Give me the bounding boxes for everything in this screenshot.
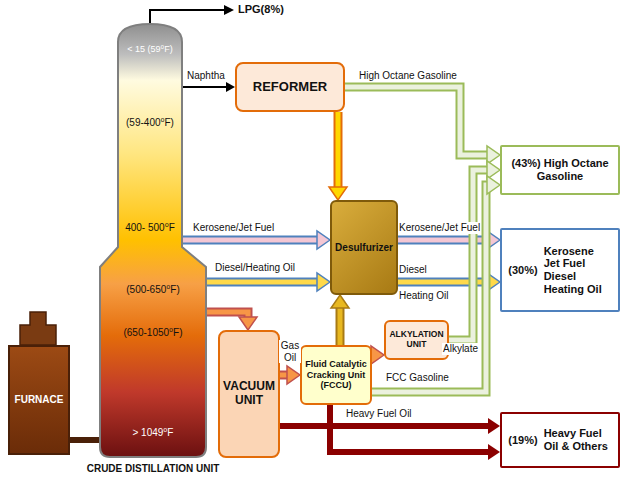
flow-connector (449, 161, 500, 340)
process-box: Fluid Catalytic Cracking Unit (FCCU) (300, 345, 372, 405)
lpg-arrowhead (224, 5, 234, 15)
arrowhead (487, 146, 500, 164)
distillation-column: < 15 (59⁰F) (59-400⁰F) 400- 500⁰F (500-650⁰… (98, 22, 208, 479)
arrowhead (488, 418, 500, 434)
box-content: ALKYLATION UNIT (389, 330, 444, 350)
stream-label: Kerosene/Jet Fuel (192, 222, 275, 234)
box-label: Desulfurizer (335, 242, 393, 254)
connector-fill (336, 112, 341, 187)
box-label: REFORMER (253, 80, 327, 95)
connector-fill (449, 170, 487, 340)
connector-line (280, 371, 287, 380)
flow-connector (182, 231, 330, 249)
connector-fill (182, 238, 317, 243)
stream-label: High Octane Gasoline (358, 70, 458, 82)
stream-label: Diesel (398, 264, 428, 276)
connector-line (334, 112, 343, 187)
flow-connector (371, 346, 384, 364)
connector-line (70, 437, 100, 443)
connector-line (449, 170, 487, 340)
stream-label: Heavy Fuel Oil (345, 408, 413, 420)
flow-connector (329, 112, 347, 200)
stream-label: Diesel/Heating Oil (214, 262, 296, 274)
process-box: REFORMER (235, 62, 345, 112)
connector-line (280, 423, 488, 429)
flow-connector (280, 366, 300, 384)
box-content: FURNACE (15, 394, 64, 406)
connector-line (345, 87, 487, 155)
stream-label: Kerosene/Jet Fuel (398, 222, 481, 234)
flow-connector (206, 312, 257, 330)
arrowhead (331, 295, 349, 308)
arrowhead (487, 161, 500, 179)
product-box: (19%) Heavy Fuel Oil & Others (500, 412, 620, 468)
temperature-label: < 15 (59⁰F) (118, 44, 182, 54)
temperature-label: (500-650⁰F) (100, 284, 206, 296)
arrowhead (488, 444, 500, 460)
temperature-label: 400- 500⁰F (118, 222, 182, 234)
flow-connector (331, 295, 349, 345)
process-box: VACUUM UNIT (218, 330, 280, 458)
box-content: (43%) High Octane Gasoline (505, 157, 615, 182)
furnace-box: FURNACE (8, 345, 70, 455)
arrowhead (317, 231, 330, 249)
connector-line (336, 308, 345, 345)
arrowhead (317, 273, 330, 291)
arrowhead (371, 346, 384, 364)
connector-line (182, 86, 226, 88)
product-box: (30%) Kerosene Jet Fuel Diesel Heating Oi… (500, 228, 620, 312)
connector-line (330, 405, 488, 452)
flow-connector (70, 440, 100, 441)
stream-label: Alkylate (442, 343, 479, 355)
connector-line (206, 278, 317, 287)
percentage-label: (30%) (508, 264, 537, 277)
box-label: VACUUM UNIT (223, 380, 275, 408)
product-label: LPG(8%) (238, 3, 284, 15)
stream-label: FCC Gasoline (385, 372, 450, 384)
connector-fill (280, 373, 287, 378)
stream-label: Gas Oil (279, 340, 301, 363)
box-content: REFORMER (253, 80, 327, 95)
flow-connector (206, 273, 330, 291)
box-label: Heavy Fuel Oil & Others (544, 427, 612, 452)
column-shape (98, 22, 208, 479)
box-content: Fluid Catalytic Cracking Unit (FCCU) (305, 359, 367, 390)
percentage-label: (19%) (508, 434, 537, 447)
box-label: FURNACE (15, 394, 64, 406)
box-content: Desulfurizer (335, 242, 393, 254)
flow-connector (280, 418, 500, 434)
box-label: Kerosene Jet Fuel Diesel Heating Oil (544, 245, 612, 296)
box-label: ALKYLATION UNIT (389, 330, 444, 350)
box-label: (43%) High Octane Gasoline (505, 157, 615, 182)
flow-connector (182, 82, 235, 92)
flow-connector (345, 87, 500, 164)
arrowhead (239, 317, 257, 330)
connector-fill (206, 280, 317, 285)
temperature-label: (650-1050⁰F) (100, 327, 206, 339)
column-outline (100, 24, 206, 457)
arrowhead (287, 366, 300, 384)
box-label: Fluid Catalytic Cracking Unit (FCCU) (305, 359, 367, 390)
connector-line (182, 236, 317, 245)
arrowhead (329, 187, 347, 200)
box-content: (19%) Heavy Fuel Oil & Others (508, 427, 611, 452)
box-content: VACUUM UNIT (223, 380, 275, 408)
furnace-stack (20, 312, 56, 345)
product-box: (43%) High Octane Gasoline (500, 145, 620, 195)
temperature-label: (59-400⁰F) (118, 117, 182, 129)
unit-caption: CRUDE DISTILLATION UNIT (73, 463, 233, 475)
stream-label: Heating Oil (398, 290, 449, 302)
connector-fill (338, 308, 343, 345)
process-box: ALKYLATION UNIT (384, 320, 449, 360)
lpg-line (150, 10, 226, 24)
stream-label: Naphtha (186, 70, 226, 82)
flow-connector (330, 405, 500, 460)
arrowhead (487, 176, 500, 194)
box-content: (30%) Kerosene Jet Fuel Diesel Heating Oi… (508, 245, 611, 296)
arrowhead (226, 82, 235, 92)
process-box: Desulfurizer (330, 200, 398, 295)
connector-fill (345, 87, 487, 155)
temperature-label: > 1049⁰F (100, 427, 206, 439)
